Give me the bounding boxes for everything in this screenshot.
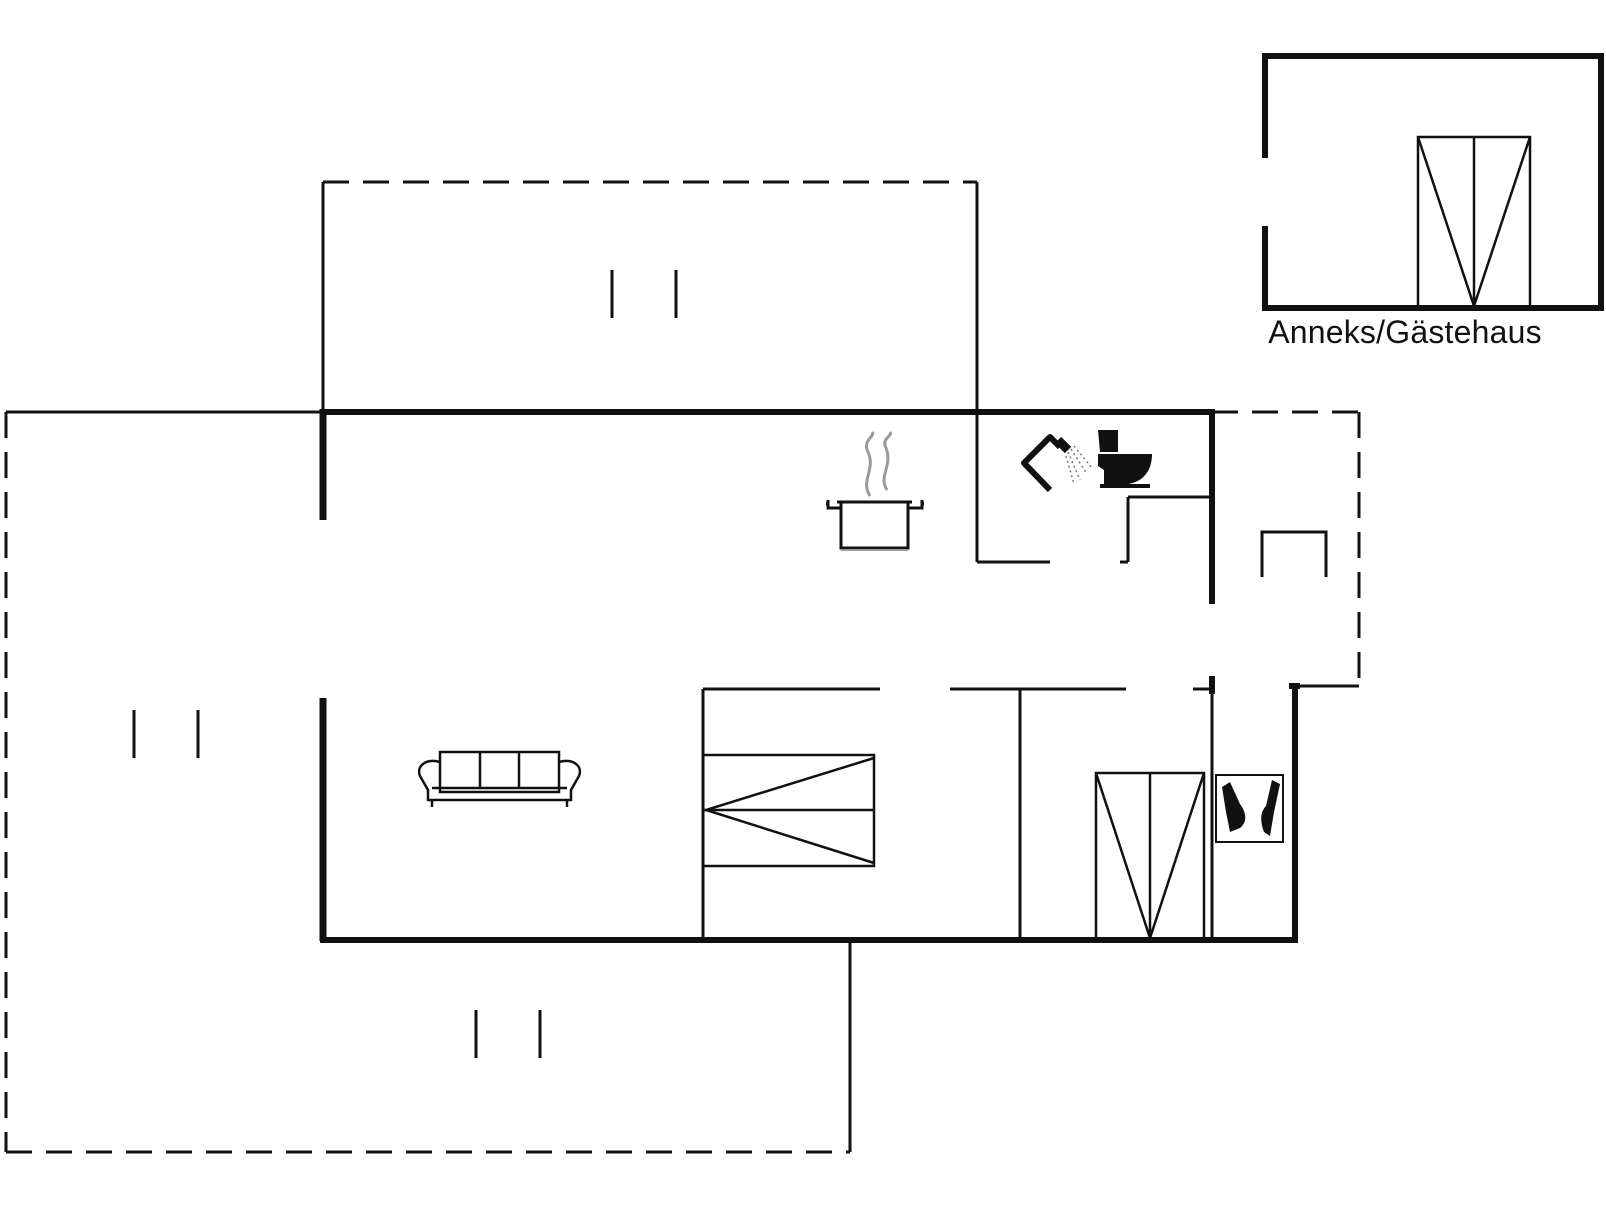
porch-right [1212, 410, 1361, 688]
sofa-icon [417, 750, 582, 807]
terrace-marker-icon [474, 1010, 542, 1058]
interior-walls [701, 676, 1300, 940]
bottles-icon [1242, 821, 1256, 835]
double-bed-icon [701, 753, 876, 868]
bathroom-walls [975, 412, 1212, 564]
terrace-left-bottom [4, 410, 852, 1154]
terrace-marker-icon [132, 710, 200, 758]
porch-bench [1260, 530, 1328, 577]
bottles-icon [1222, 780, 1280, 836]
house-exterior-walls [319, 409, 1298, 943]
shower-icon [1021, 434, 1093, 493]
wardrobe-icon [1416, 135, 1532, 310]
terrace-marker-icon [610, 270, 678, 318]
terrace-top [321, 180, 979, 412]
toilet-icon [1098, 430, 1152, 488]
stove-pot-icon [825, 430, 925, 551]
annex-label: Anneks/Gästehaus [1268, 314, 1542, 350]
bottles-icon [1215, 774, 1284, 843]
wardrobe-icon [1094, 771, 1206, 943]
